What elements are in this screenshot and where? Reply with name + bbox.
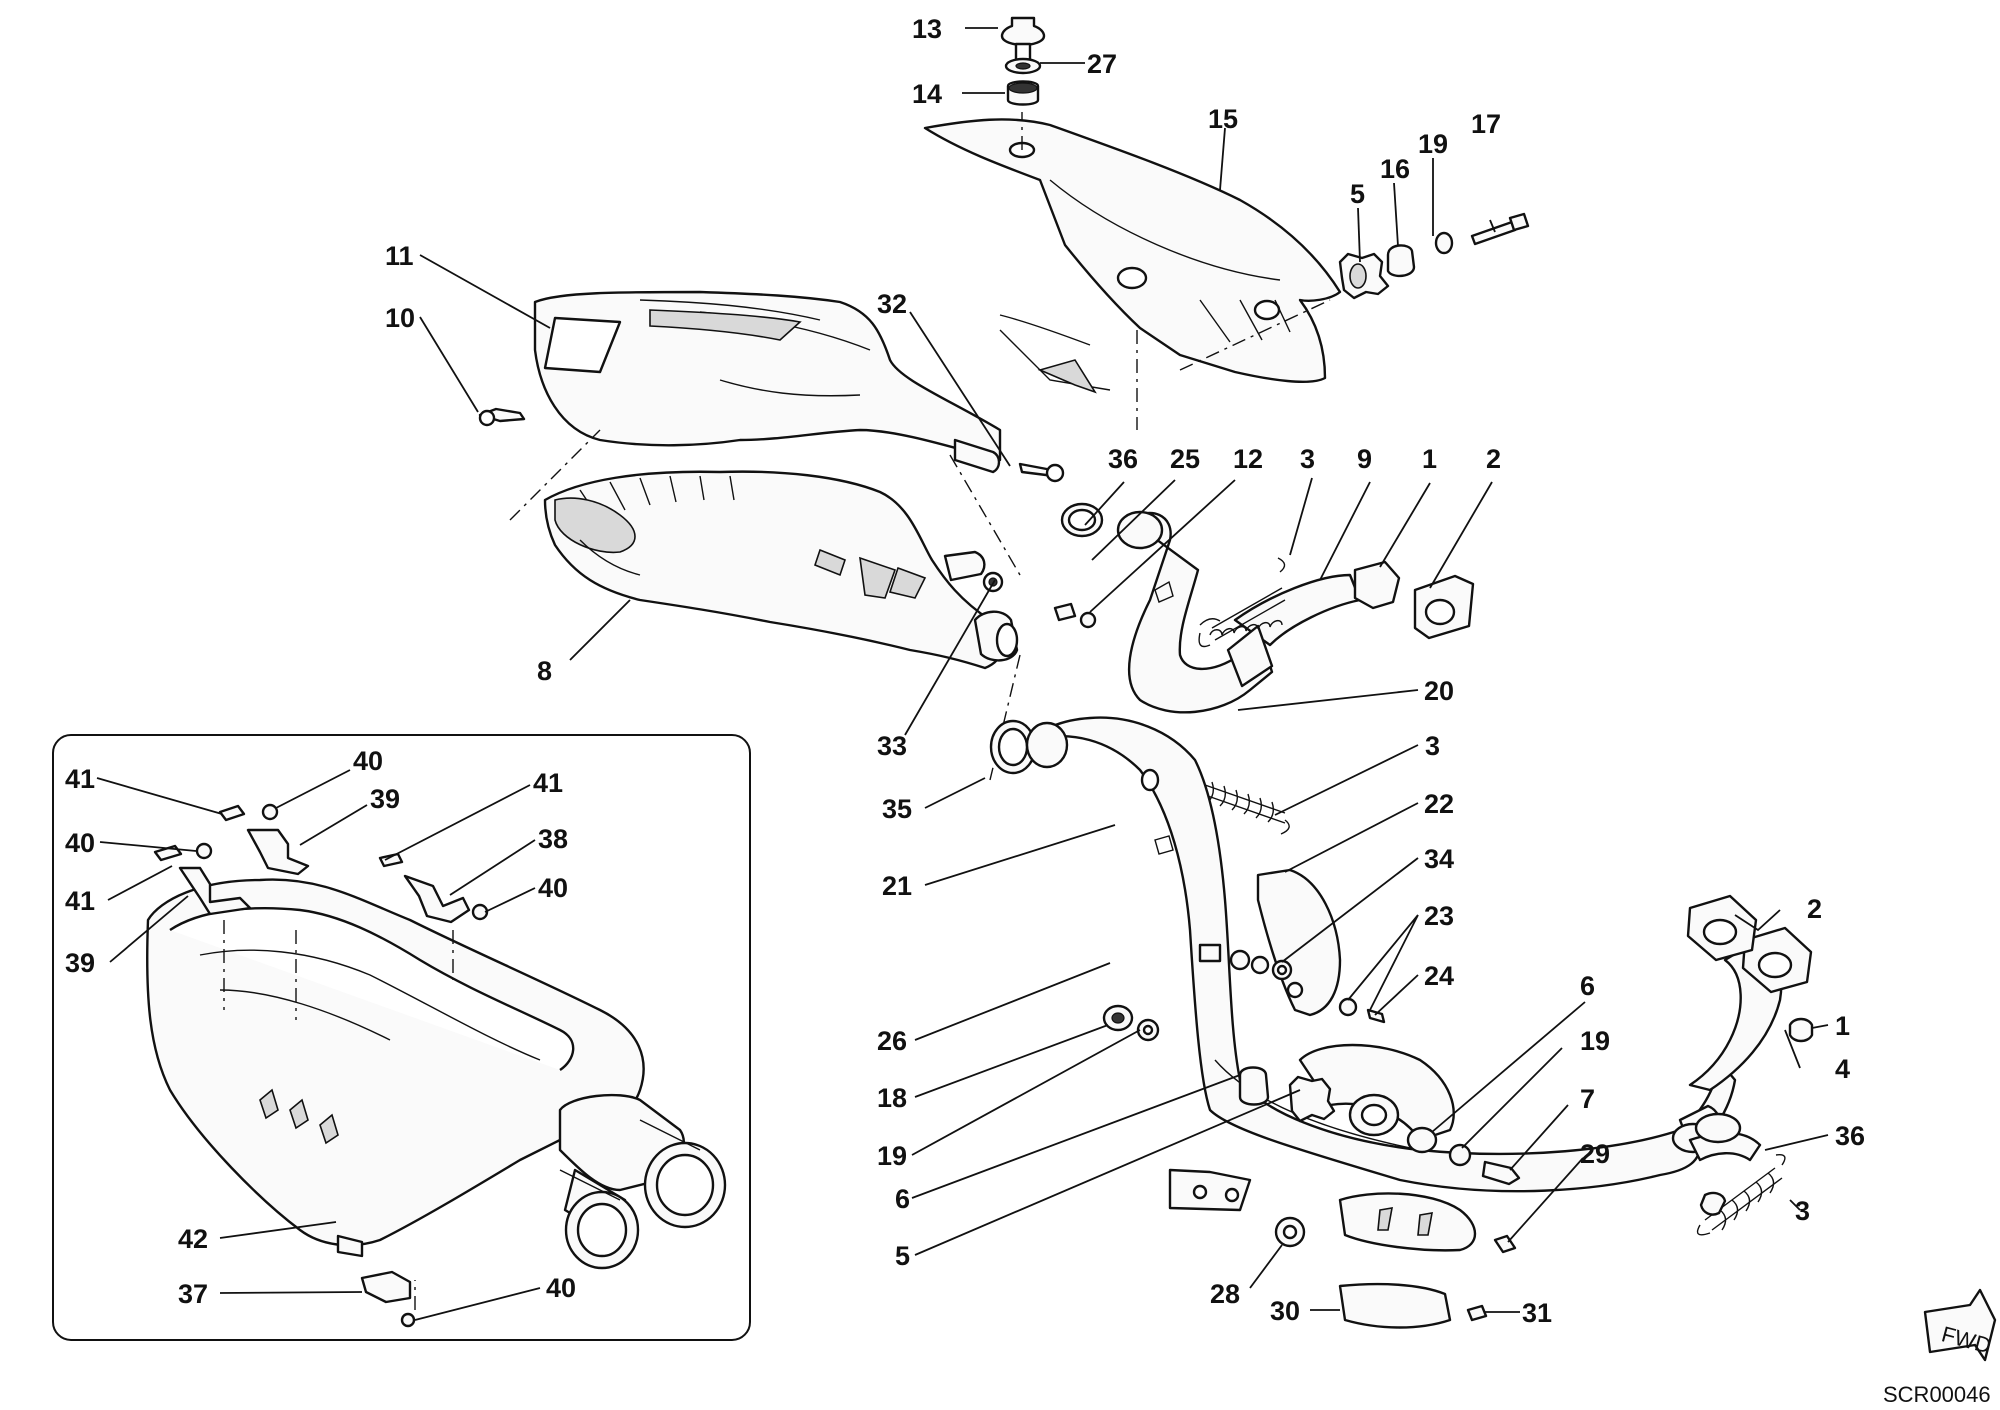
- callout-25: 25: [1170, 444, 1200, 474]
- callout-42: 42: [178, 1224, 208, 1254]
- callout-8: 8: [537, 656, 552, 686]
- callout-19-left: 19: [877, 1141, 907, 1171]
- callout-17: 17: [1471, 109, 1501, 139]
- callout-3-lower: 3: [1795, 1196, 1810, 1226]
- fwd-arrow-icon: FWD: [1923, 1288, 1997, 1362]
- callout-22: 22: [1424, 789, 1454, 819]
- callout-10: 10: [385, 303, 415, 333]
- callout-12: 12: [1233, 444, 1263, 474]
- callout-32: 32: [877, 289, 907, 319]
- drawing-code: SCR00046: [1883, 1382, 1991, 1407]
- callout-40-inset-a: 40: [353, 746, 383, 776]
- muffler: [509, 429, 1021, 781]
- leader-lines: [96, 27, 1829, 1321]
- callout-36-upper: 36: [1108, 444, 1138, 474]
- small-hardware: [1102, 949, 1521, 1186]
- top-fastener-stack: [1000, 16, 1046, 106]
- callout-40-inset-c: 40: [538, 873, 568, 903]
- callout-33: 33: [877, 731, 907, 761]
- callout-38: 38: [538, 824, 568, 854]
- callout-6-right: 6: [1580, 971, 1595, 1001]
- callout-24: 24: [1424, 961, 1454, 991]
- callout-30: 30: [1270, 1296, 1300, 1326]
- callout-35: 35: [882, 794, 912, 824]
- callout-21: 21: [882, 871, 912, 901]
- callout-39-inset-b: 39: [65, 948, 95, 978]
- inset-panel: [52, 734, 751, 1341]
- callout-2-upper: 2: [1486, 444, 1501, 474]
- shield-side-fasteners: [1338, 212, 1530, 300]
- callout-15: 15: [1208, 104, 1238, 134]
- callout-3-middle: 3: [1425, 731, 1440, 761]
- callout-37: 37: [178, 1279, 208, 1309]
- callout-7: 7: [1580, 1084, 1595, 1114]
- callout-40-inset-b: 40: [65, 828, 95, 858]
- callout-9: 9: [1357, 444, 1372, 474]
- callout-4: 4: [1835, 1054, 1850, 1084]
- callout-14: 14: [912, 79, 942, 109]
- callout-6-left: 6: [895, 1184, 910, 1214]
- callout-19-top: 19: [1418, 129, 1448, 159]
- callout-27: 27: [1087, 49, 1117, 79]
- callout-34: 34: [1424, 844, 1454, 874]
- callout-11: 11: [385, 241, 414, 271]
- callout-29: 29: [1580, 1139, 1610, 1169]
- callout-41-inset-c: 41: [533, 768, 563, 798]
- spring-upper: [1198, 557, 1286, 648]
- callout-13: 13: [912, 14, 942, 44]
- callout-1-lower: 1: [1835, 1011, 1850, 1041]
- callout-16: 16: [1380, 154, 1410, 184]
- callout-41-inset-b: 41: [65, 886, 95, 916]
- callout-labels: 13 27 14 15 17 19 16 5 11 10 32 36 25 12…: [65, 14, 1865, 1328]
- callout-23: 23: [1424, 901, 1454, 931]
- callout-40-inset-d: 40: [546, 1273, 576, 1303]
- lower-header-pipe: [989, 716, 1814, 1329]
- callout-19-right: 19: [1580, 1026, 1610, 1056]
- callout-26: 26: [877, 1026, 907, 1056]
- callout-5-top: 5: [1350, 179, 1365, 209]
- callout-20: 20: [1424, 676, 1454, 706]
- upper-header-pipe: [1053, 502, 1475, 714]
- callout-18: 18: [877, 1083, 907, 1113]
- callout-36-lower: 36: [1835, 1121, 1865, 1151]
- callout-5-left: 5: [895, 1241, 910, 1271]
- heat-shield-upper: [923, 112, 1342, 430]
- callout-1-upper: 1: [1422, 444, 1437, 474]
- muffler-cover: [478, 290, 1065, 483]
- callout-3-upper: 3: [1300, 444, 1315, 474]
- callout-39-inset-a: 39: [370, 784, 400, 814]
- callout-31: 31: [1522, 1298, 1552, 1328]
- callout-41-inset-a: 41: [65, 764, 95, 794]
- callout-28: 28: [1210, 1279, 1240, 1309]
- callout-2-lower: 2: [1807, 894, 1822, 924]
